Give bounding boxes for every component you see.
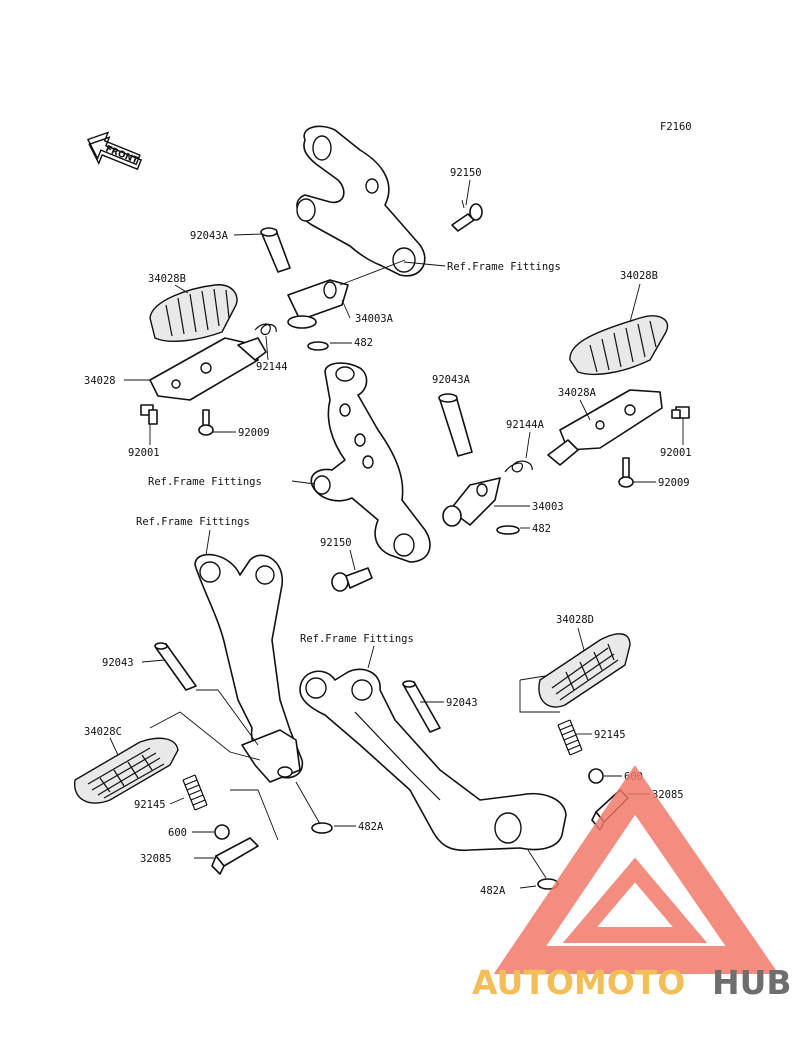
label-34028c: 34028C xyxy=(84,726,122,738)
label-92145-left: 92145 xyxy=(134,799,166,811)
pivot-34003 xyxy=(442,477,501,527)
label-482a-right: 482A xyxy=(480,885,506,897)
automotohub-watermark-logo: AUTOMOTO HUB xyxy=(472,765,792,1002)
front-arrow-icon: FRONT xyxy=(86,131,143,171)
label-92043a-top: 92043A xyxy=(190,230,229,242)
watermark-text-part1: AUTOMOTO xyxy=(472,963,685,1002)
label-92144a: 92144A xyxy=(506,419,545,431)
pivot-34003a xyxy=(287,279,349,329)
bolt-92001-right xyxy=(671,406,690,419)
plate-32085-left xyxy=(211,837,259,875)
label-92043-left: 92043 xyxy=(102,657,134,669)
clip-482-top xyxy=(307,341,329,351)
label-92009-right: 92009 xyxy=(658,477,690,489)
footpeg-rubber-34028b-left xyxy=(149,284,238,343)
bolt-92009-left xyxy=(198,409,214,436)
clip-482-mid xyxy=(496,525,520,535)
label-ref-frame-mid: Ref.Frame Fittings xyxy=(148,476,262,488)
footpeg-34028c xyxy=(74,737,179,804)
clip-482a-left xyxy=(311,822,333,834)
label-34028a: 34028A xyxy=(558,387,597,399)
pin-92043a-mid xyxy=(438,393,473,457)
label-92009-left: 92009 xyxy=(238,427,270,439)
diagram-code: F2160 xyxy=(660,121,692,133)
label-32085-right: 32085 xyxy=(652,789,684,801)
bolt-92150-mid xyxy=(331,567,373,592)
footpeg-34028d xyxy=(538,633,631,708)
label-ref-frame-lower-right: Ref.Frame Fittings xyxy=(300,633,414,645)
label-92043a-mid: 92043A xyxy=(432,374,471,386)
pin-92043a-top xyxy=(260,227,291,273)
label-600-left: 600 xyxy=(168,827,187,839)
label-92145-right: 92145 xyxy=(594,729,626,741)
label-ref-frame-top: Ref.Frame Fittings xyxy=(447,261,561,273)
label-34028b-left: 34028B xyxy=(148,273,186,285)
watermark-text-part2: HUB xyxy=(712,963,792,1002)
label-92150-mid: 92150 xyxy=(320,537,352,549)
spring-92145-right xyxy=(557,719,583,756)
label-34028d: 34028D xyxy=(556,614,594,626)
label-34003: 34003 xyxy=(532,501,564,513)
rear-bracket-right xyxy=(310,362,431,563)
bolt-92009-right xyxy=(618,457,634,488)
bolt-92001-left xyxy=(140,404,158,425)
rear-bracket-left xyxy=(296,125,426,277)
pin-92043-left xyxy=(154,642,197,691)
label-92043-right: 92043 xyxy=(446,697,478,709)
spring-92144a xyxy=(504,460,533,473)
spring-92145-left xyxy=(182,774,208,811)
label-34003a: 34003A xyxy=(355,313,394,325)
rear-bracket-lower-left xyxy=(194,553,304,783)
label-34028: 34028 xyxy=(84,375,116,387)
spring-92144 xyxy=(254,323,277,336)
footpeg-base-34028a xyxy=(547,389,663,466)
label-92144: 92144 xyxy=(256,361,288,373)
bolt-92150-top xyxy=(451,203,483,232)
label-92001-right: 92001 xyxy=(660,447,692,459)
footpeg-base-34028-left xyxy=(149,337,267,401)
ball-600-left xyxy=(214,824,230,840)
rear-bracket-lower-right xyxy=(299,668,567,852)
label-34028b-right: 34028B xyxy=(620,270,658,282)
watermark-triangle-icon xyxy=(493,765,779,974)
label-482-top: 482 xyxy=(354,337,373,349)
label-482-mid: 482 xyxy=(532,523,551,535)
watermark-inner-triangle-icon xyxy=(562,857,708,943)
label-ref-frame-lower-left: Ref.Frame Fittings xyxy=(136,516,250,528)
label-92001-left: 92001 xyxy=(128,447,160,459)
pin-92043-right xyxy=(402,680,441,733)
label-482a-left: 482A xyxy=(358,821,384,833)
footpeg-rubber-34028b-right xyxy=(569,315,669,375)
label-92150-top: 92150 xyxy=(450,167,482,179)
ball-600-right xyxy=(588,768,604,784)
label-32085-left: 32085 xyxy=(140,853,172,865)
